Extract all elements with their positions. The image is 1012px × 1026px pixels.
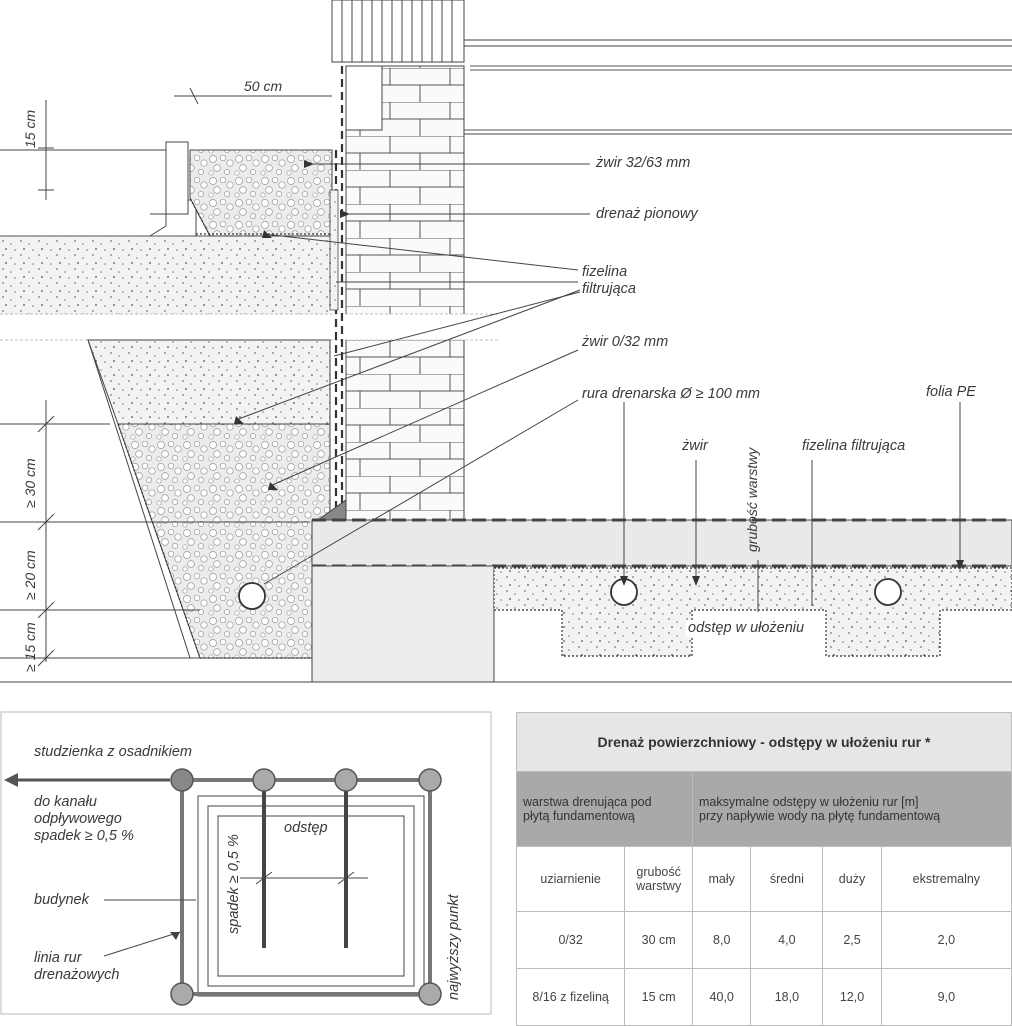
plan-najwyzszy-punkt: najwyższy punkt <box>446 894 462 1000</box>
cell: 40,0 <box>691 968 752 1026</box>
pipes <box>238 578 902 610</box>
table-row: 0/32 30 cm 8,0 4,0 2,5 2,0 <box>515 911 1012 969</box>
plan-odstep: odstęp <box>284 820 328 836</box>
col-grubosc: grubość warstwy <box>624 846 693 912</box>
label-odstep-w-ulozeniu: odstęp w ułożeniu <box>686 620 807 637</box>
cell: 2,0 <box>880 911 1012 969</box>
plan-kanal: do kanału odpływowego spadek ≥ 0,5 % <box>34 794 134 844</box>
brick-wall <box>345 65 465 521</box>
cell: 0/32 <box>515 911 626 969</box>
label-fizelina-filtrujaca-2: fizelina filtrująca <box>802 438 906 454</box>
plan-budynek: budynek <box>34 892 89 908</box>
plan-drawing <box>0 711 492 1015</box>
cell: 2,5 <box>822 911 882 969</box>
cell: 15 cm <box>624 968 693 1026</box>
dim-50cm: 50 cm <box>244 78 283 94</box>
table-group-layer: warstwa drenująca pod płytą fundamentową <box>516 771 693 847</box>
vertical-drainage <box>334 66 344 520</box>
label-grubosc-warstwy: grubość warstwy <box>744 447 760 552</box>
label-drenaz-pionowy: drenaż pionowy <box>596 206 698 222</box>
label-zwir-0-32: żwir 0/32 mm <box>582 334 669 350</box>
label-fizelina-filtrujaca: fizelina filtrująca <box>582 264 636 297</box>
dim-15cm-top: 15 cm <box>22 109 38 148</box>
col-duzy: duży <box>822 846 882 912</box>
plan-spadek: spadek ≥ 0,5 % <box>226 834 242 934</box>
col-sredni: średni <box>750 846 824 912</box>
dim-15cm-bottom: ≥ 15 cm <box>22 622 38 672</box>
plan-studzienka: studzienka z osadnikiem <box>34 744 192 760</box>
spacing-table: Drenaż powierzchniowy - odstępy w ułożen… <box>515 712 1012 1026</box>
label-zwir-32-63: żwir 32/63 mm <box>596 155 691 171</box>
plan-linia-rur: linia rur drenażowych <box>34 950 120 983</box>
table-group-spacing: maksymalne odstępy w ułożeniu rur [m] pr… <box>692 771 1012 847</box>
dim-20cm: ≥ 20 cm <box>22 550 38 600</box>
cell: 4,0 <box>750 911 824 969</box>
col-maly: mały <box>691 846 752 912</box>
siding <box>331 0 1012 63</box>
dim-30cm: ≥ 30 cm <box>22 458 38 508</box>
cell: 30 cm <box>624 911 693 969</box>
col-ekstremalny: ekstremalny <box>880 846 1012 912</box>
label-zwir: żwir <box>682 438 708 454</box>
cell: 8/16 z fizeliną <box>515 968 626 1026</box>
dimension-lines <box>0 87 961 667</box>
cell: 8,0 <box>691 911 752 969</box>
table-title: Drenaż powierzchniowy - odstępy w ułożen… <box>516 712 1012 772</box>
section-drawing <box>0 0 1012 683</box>
table-row: 8/16 z fizeliną 15 cm 40,0 18,0 12,0 9,0 <box>515 968 1012 1026</box>
cell: 12,0 <box>822 968 882 1026</box>
label-rura-drenarska: rura drenarska Ø ≥ 100 mm <box>582 386 760 402</box>
cell: 9,0 <box>880 968 1012 1026</box>
cell: 18,0 <box>750 968 824 1026</box>
col-uziarnienie: uziarnienie <box>515 846 626 912</box>
label-folia-pe: folia PE <box>926 384 976 400</box>
